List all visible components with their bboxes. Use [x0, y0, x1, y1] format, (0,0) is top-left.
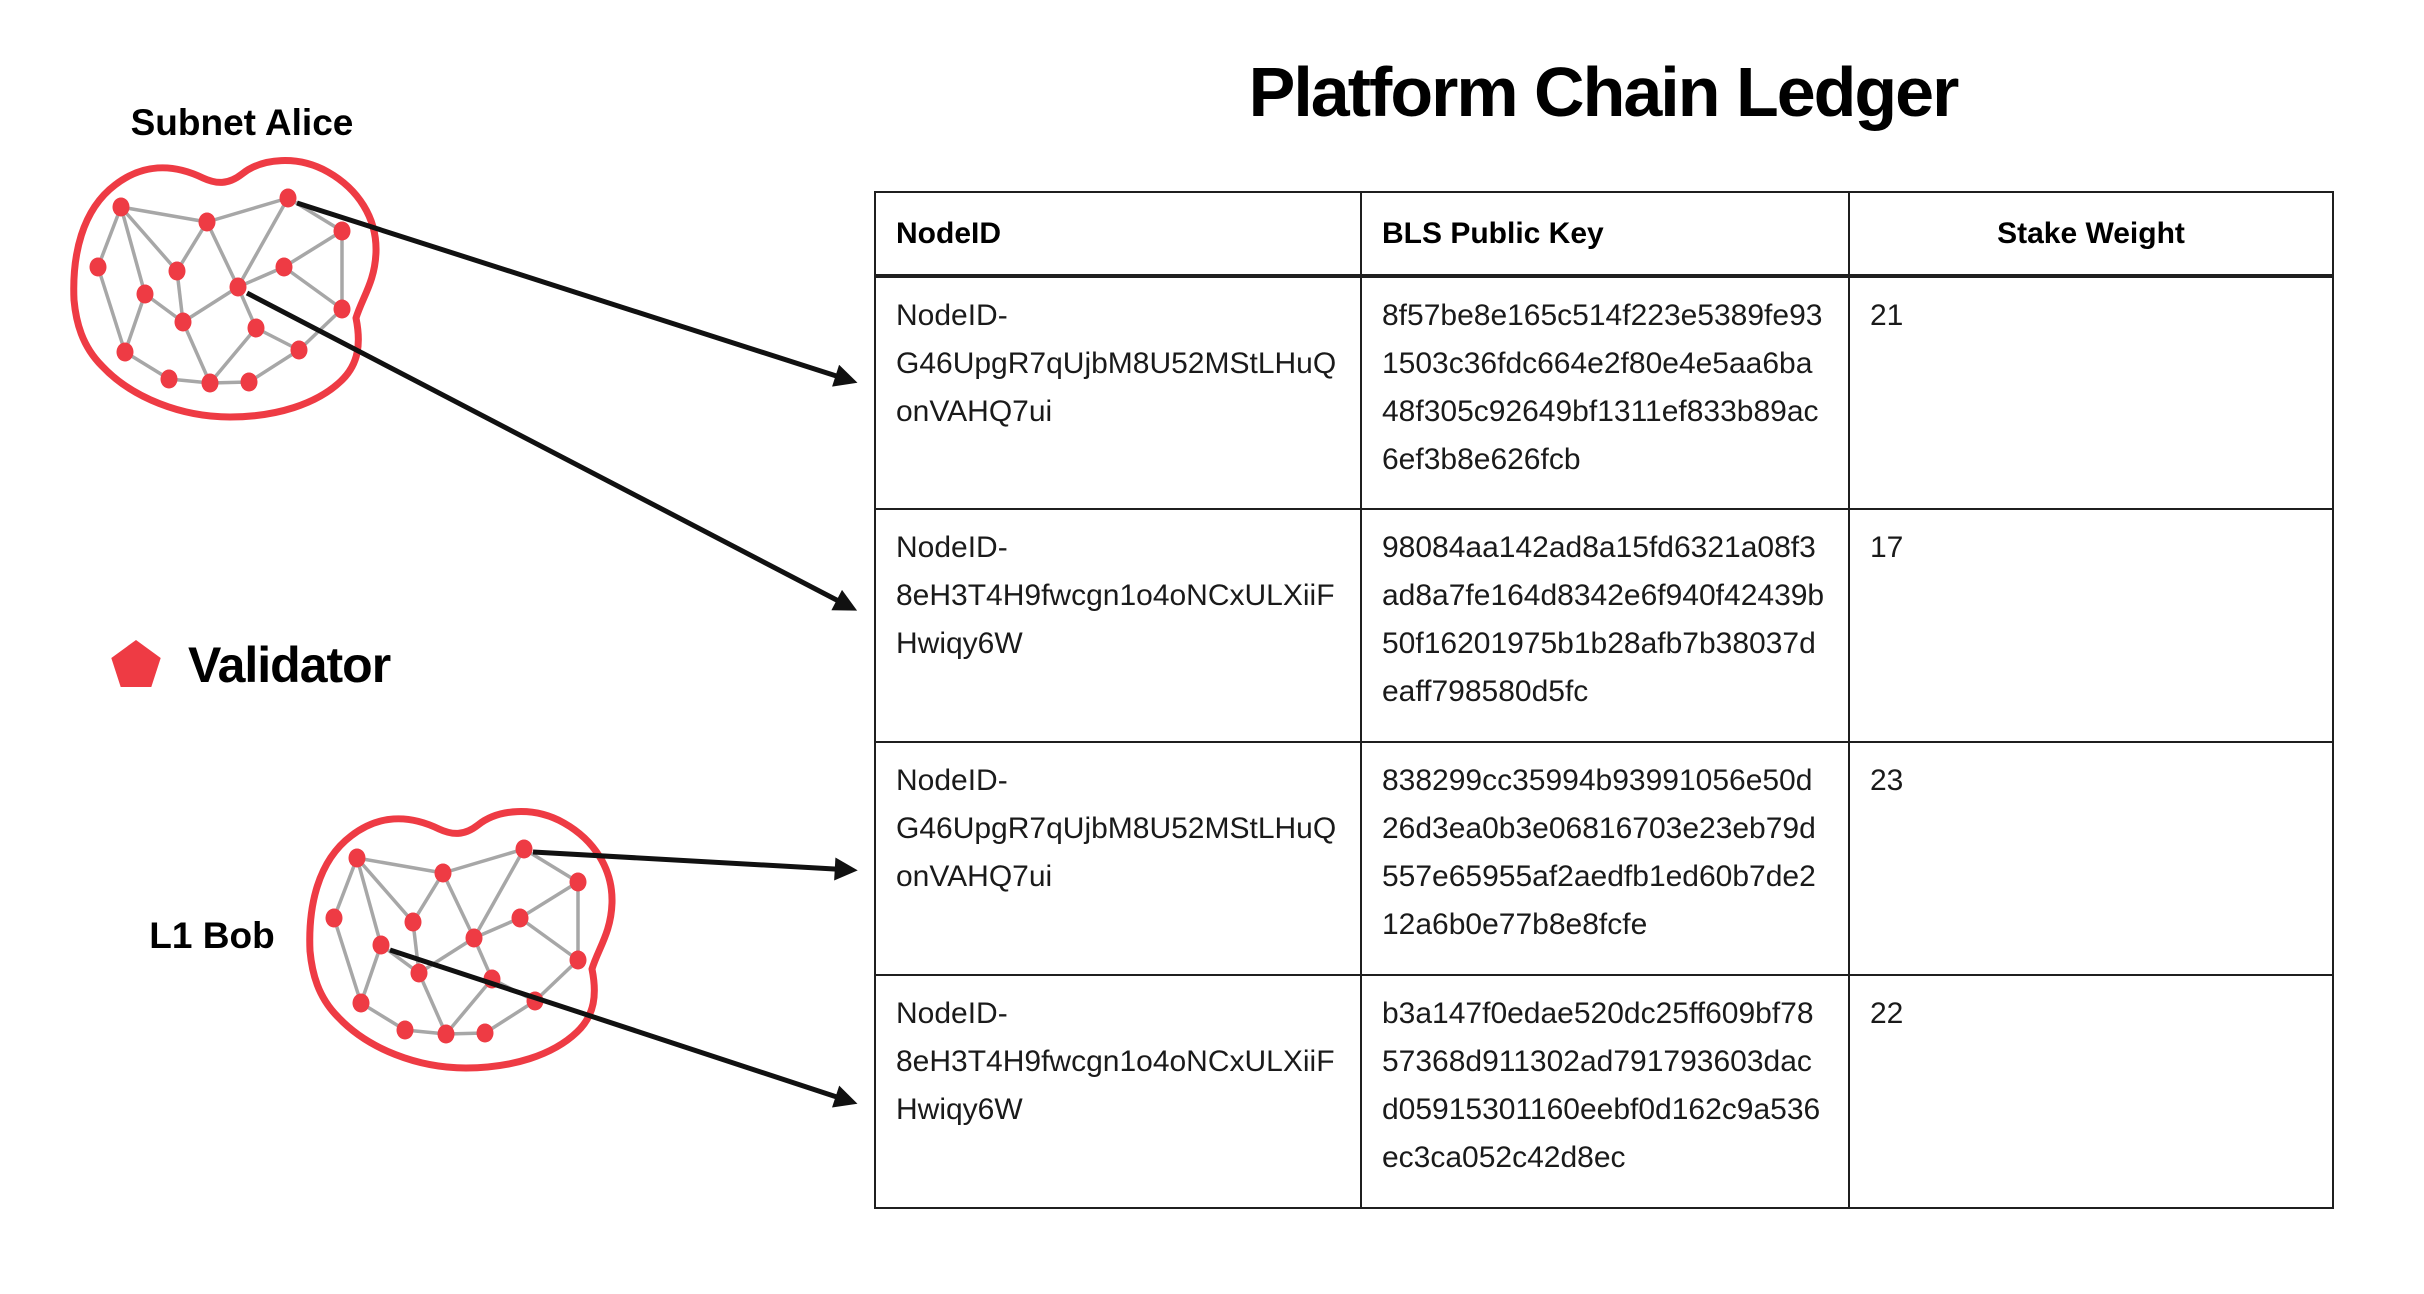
- validator-legend: Validator: [110, 636, 391, 694]
- col-header-nodeid: NodeID: [874, 191, 1362, 278]
- table-row: NodeID-8eH3T4H9fwcgn1o4oNCxULXiiFHwiqy6W…: [874, 508, 2334, 743]
- cell-stake-weight: 21: [1848, 275, 2334, 510]
- cell-stake-weight: 22: [1848, 974, 2334, 1209]
- cell-bls-public-key: 8f57be8e165c514f223e5389fe931503c36fdc66…: [1360, 275, 1850, 510]
- table-row: NodeID-G46UpgR7qUjbM8U52MStLHuQonVAHQ7ui…: [874, 275, 2334, 510]
- cell-bls-public-key: b3a147f0edae520dc25ff609bf7857368d911302…: [1360, 974, 1850, 1209]
- l1-bob-label: L1 Bob: [149, 915, 275, 956]
- validator-pentagon-icon: [111, 640, 161, 687]
- cell-node-id: NodeID-G46UpgR7qUjbM8U52MStLHuQonVAHQ7ui: [874, 275, 1362, 510]
- table-row: NodeID-8eH3T4H9fwcgn1o4oNCxULXiiFHwiqy6W…: [874, 974, 2334, 1209]
- arrow-alice-node-to-row2: [245, 290, 858, 611]
- col-header-bls-public-key: BLS Public Key: [1360, 191, 1850, 278]
- cell-node-id: NodeID-8eH3T4H9fwcgn1o4oNCxULXiiFHwiqy6W: [874, 974, 1362, 1209]
- cell-node-id: NodeID-8eH3T4H9fwcgn1o4oNCxULXiiFHwiqy6W: [874, 508, 1362, 743]
- cell-stake-weight: 17: [1848, 508, 2334, 743]
- ledger-header-row: NodeID BLS Public Key Stake Weight: [874, 191, 2334, 278]
- cell-node-id: NodeID-G46UpgR7qUjbM8U52MStLHuQonVAHQ7ui: [874, 741, 1362, 976]
- arrow-bob-node-to-row4: [389, 947, 858, 1108]
- arrow-bob-node-to-row3: [532, 849, 858, 881]
- col-header-stake-weight: Stake Weight: [1848, 191, 2334, 278]
- cell-stake-weight: 23: [1848, 741, 2334, 976]
- cell-bls-public-key: 98084aa142ad8a15fd6321a08f3ad8a7fe164d83…: [1360, 508, 1850, 743]
- table-row: NodeID-G46UpgR7qUjbM8U52MStLHuQonVAHQ7ui…: [874, 741, 2334, 976]
- cell-bls-public-key: 838299cc35994b93991056e50d26d3ea0b3e0681…: [1360, 741, 1850, 976]
- validator-legend-label: Validator: [188, 637, 391, 693]
- subnet-alice-network-graph: [74, 161, 376, 417]
- platform-chain-ledger-table: NodeID BLS Public Key Stake Weight NodeI…: [874, 191, 2334, 1209]
- page-title: Platform Chain Ledger: [1248, 53, 1960, 131]
- subnet-alice-label: Subnet Alice: [130, 102, 354, 143]
- arrow-alice-node-to-row1: [296, 200, 858, 387]
